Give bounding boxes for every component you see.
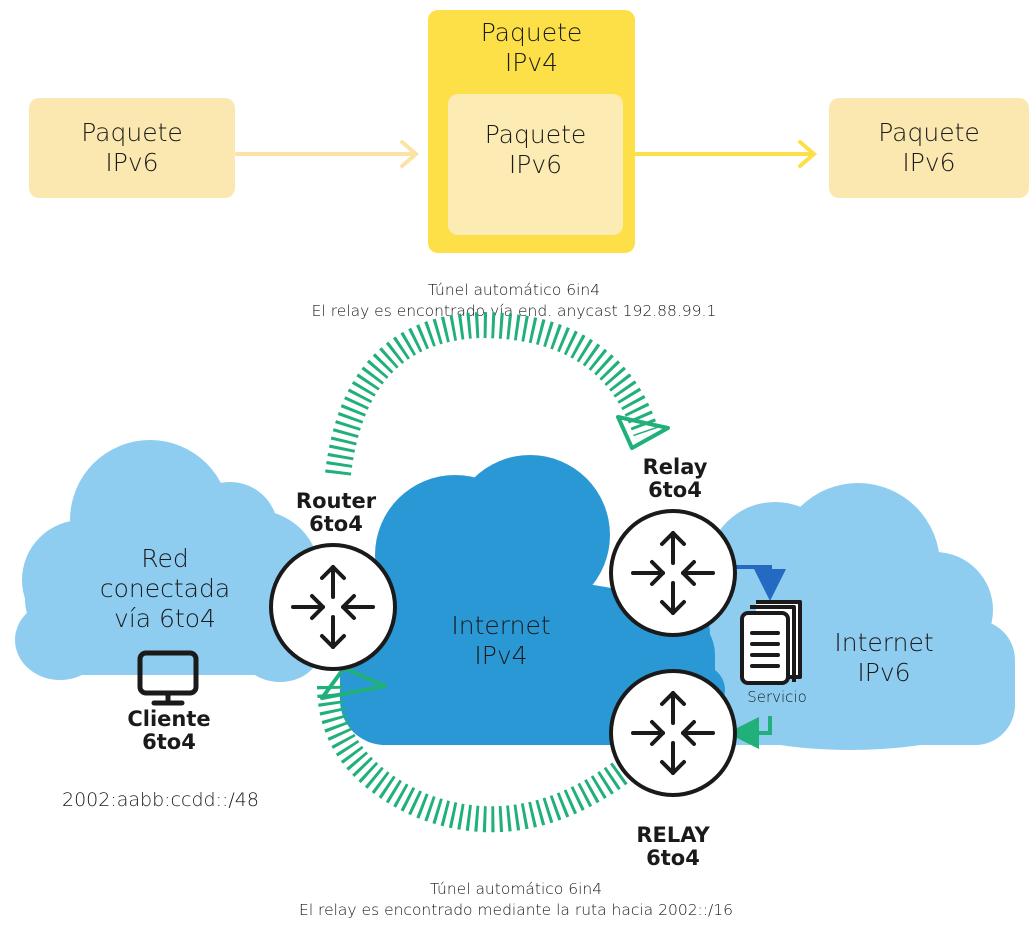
relay-6to4-label-bottom: RELAY 6to4 [608, 823, 738, 871]
router-label-line1: Router [295, 489, 377, 513]
tunnel-arc-bottom [317, 666, 628, 833]
bottom-tunnel-line2: El relay es encontrado mediante la ruta … [299, 900, 733, 919]
right-box-line2: IPv6 [902, 148, 956, 177]
internet-ipv6-line1: Internet [834, 628, 934, 657]
internet-ipv6-label: Internet IPv6 [814, 628, 954, 688]
relay-bottom-line1: RELAY [636, 823, 710, 847]
left-cloud-line3: vía 6to4 [114, 604, 216, 633]
internet-ipv4-label: Internet IPv4 [428, 611, 574, 671]
ipv4-box-line2: IPv4 [504, 48, 559, 77]
router-6to4-icon [269, 543, 397, 671]
relay-6to4-icon-bottom [609, 669, 737, 797]
top-tunnel-caption: Túnel automático 6in4 El relay es encont… [214, 280, 814, 322]
top-tunnel-line2: El relay es encontrado vía end. anycast … [311, 301, 717, 320]
ipv4-box-line1: Paquete [480, 18, 583, 47]
service-to-relay-arrow [727, 716, 772, 749]
left-box-line2: IPv6 [105, 148, 159, 177]
internet-ipv4-line1: Internet [451, 611, 551, 640]
server-icon [740, 600, 802, 685]
service-label: Servicio [747, 688, 807, 706]
bottom-tunnel-caption: Túnel automático 6in4 El relay es encont… [216, 879, 816, 921]
relay-bottom-line2: 6to4 [646, 846, 700, 871]
ipv6-packet-box-inner: Paquete IPv6 [448, 94, 623, 235]
arrow-middle-to-right [633, 140, 818, 168]
relay-6to4-label-top: Relay 6to4 [610, 455, 740, 503]
inner-box-line2: IPv6 [508, 150, 563, 179]
relay-top-line2: 6to4 [648, 478, 702, 503]
client-6to4-label: Cliente 6to4 [104, 707, 234, 755]
ipv6-packet-box-right: Paquete IPv6 [829, 98, 1029, 198]
router-label-line2: 6to4 [309, 512, 363, 537]
client-prefix: 2002:aabb:ccdd::/48 [62, 789, 259, 811]
left-cloud-label: Red conectada vía 6to4 [95, 544, 235, 634]
client-label-line1: Cliente [127, 707, 211, 731]
ipv6-packet-box-left: Paquete IPv6 [29, 98, 235, 198]
arrow-left-to-middle [235, 140, 420, 168]
internet-ipv4-line2: IPv4 [474, 641, 528, 670]
tunnel-arc-top [325, 311, 670, 476]
top-tunnel-line1: Túnel automático 6in4 [427, 281, 601, 299]
left-cloud-line2: conectada [99, 574, 231, 603]
relay-to-service-arrow [736, 565, 786, 601]
monitor-icon [137, 650, 199, 706]
relay-top-line1: Relay [642, 455, 708, 479]
router-6to4-label: Router 6to4 [271, 489, 401, 537]
bottom-tunnel-line1: Túnel automático 6in4 [429, 880, 603, 898]
internet-ipv6-line2: IPv6 [857, 658, 911, 687]
left-box-line1: Paquete [81, 118, 183, 147]
client-label-line2: 6to4 [142, 730, 196, 755]
left-cloud [15, 440, 320, 682]
left-cloud-line1: Red [141, 544, 189, 573]
inner-box-line1: Paquete [484, 120, 587, 149]
relay-6to4-icon-top [609, 509, 737, 637]
packet-arrows [235, 140, 818, 168]
right-box-line1: Paquete [878, 118, 980, 147]
